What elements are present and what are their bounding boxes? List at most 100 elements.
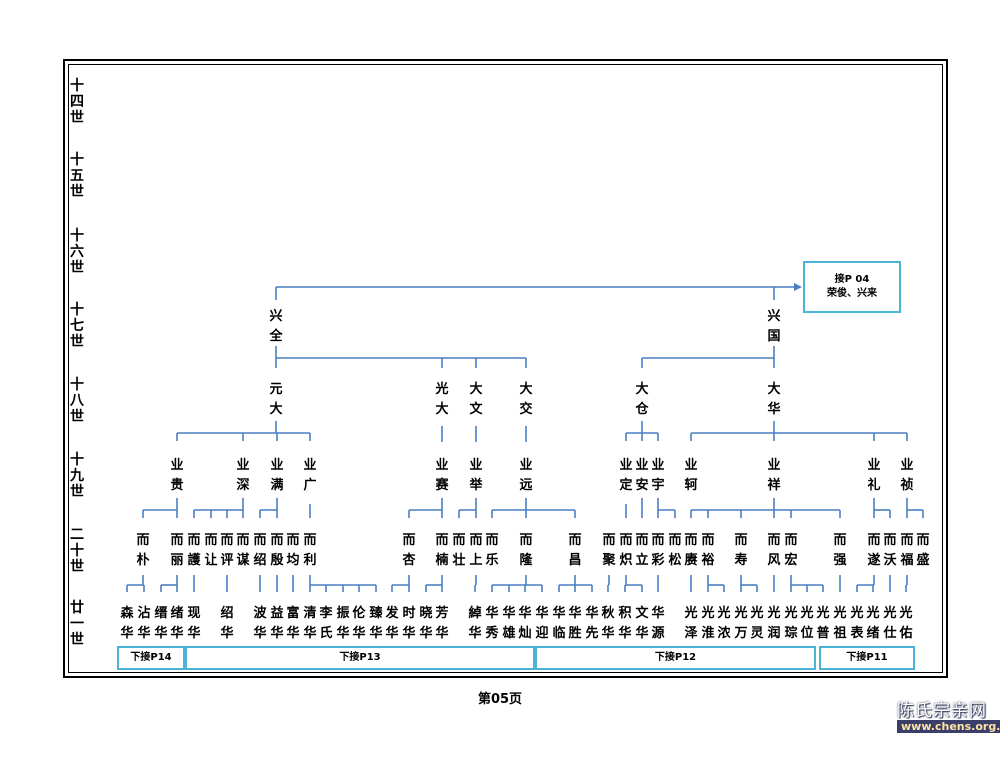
- name-char: 华: [220, 626, 234, 641]
- generation-char: 世: [70, 334, 84, 350]
- name-char: 氏: [319, 626, 333, 641]
- generation-char: 十: [70, 78, 84, 94]
- name-char: 强: [833, 553, 847, 568]
- name-char: 业: [469, 458, 483, 473]
- page-number: 第05页: [477, 692, 523, 707]
- continuation-p11: 下接P11: [819, 646, 915, 670]
- name-char: 评: [220, 553, 234, 568]
- name-char: 晓: [419, 606, 433, 621]
- generation-char: 世: [70, 559, 84, 575]
- person-g21-22: 华迎: [533, 604, 551, 644]
- person-g21-27: 积华: [616, 604, 634, 644]
- name-char: 大: [519, 382, 533, 397]
- name-char: 华: [402, 626, 416, 641]
- name-char: 利: [303, 553, 317, 568]
- name-char: 大: [635, 382, 649, 397]
- generation-label: 十八世: [68, 377, 86, 425]
- person-g21-16: 晓华: [417, 604, 435, 644]
- name-char: 业: [303, 458, 317, 473]
- person-g20-1: 而丽: [168, 531, 186, 571]
- name-char: 礼: [867, 478, 881, 493]
- person-g20-16: 而昌: [566, 531, 584, 571]
- name-char: 雄: [502, 626, 516, 641]
- person-g19-2: 业满: [268, 456, 286, 496]
- generation-char: 五: [70, 168, 84, 184]
- watermark-title: 陈氏宗亲网: [897, 701, 987, 721]
- name-char: 迎: [535, 626, 549, 641]
- person-g20-13: 而上: [467, 531, 485, 571]
- name-char: 光: [850, 606, 864, 621]
- person-g21-37: 光位: [798, 604, 816, 644]
- generation-char: 世: [70, 484, 84, 500]
- name-char: 佑: [899, 626, 913, 641]
- name-char: 而: [485, 533, 499, 548]
- generation-char: 一: [70, 616, 84, 632]
- person-g19-4: 业赛: [433, 456, 451, 496]
- person-g21-35: 光润: [765, 604, 783, 644]
- person-g19-9: 业宇: [649, 456, 667, 496]
- name-char: 业: [270, 458, 284, 473]
- name-char: 殷: [270, 553, 284, 568]
- person-g21-21: 华灿: [516, 604, 534, 644]
- person-g21-25: 华先: [583, 604, 601, 644]
- name-char: 文: [635, 606, 649, 621]
- person-g18-2: 大文: [467, 380, 485, 420]
- name-char: 缙: [154, 606, 168, 621]
- person-g20-18: 而炽: [617, 531, 635, 571]
- name-char: 赓: [684, 553, 698, 568]
- name-char: 业: [170, 458, 184, 473]
- name-char: 而: [402, 533, 416, 548]
- person-g21-41: 光绪: [864, 604, 882, 644]
- person-g19-11: 业祥: [765, 456, 783, 496]
- name-char: 聚: [602, 553, 616, 568]
- generation-char: 七: [70, 318, 84, 334]
- name-char: 琮: [784, 626, 798, 641]
- name-char: 交: [519, 402, 533, 417]
- page-frame-outer: [63, 59, 948, 678]
- name-char: 华: [601, 626, 615, 641]
- generation-char: 九: [70, 468, 84, 484]
- person-g20-10: 而杏: [400, 531, 418, 571]
- name-char: 华: [137, 626, 151, 641]
- name-char: 华: [352, 626, 366, 641]
- name-char: 光: [734, 606, 748, 621]
- name-char: 而: [619, 533, 633, 548]
- name-char: 秀: [485, 626, 499, 641]
- person-g20-19: 而立: [633, 531, 651, 571]
- link-box-line1: 接P 04: [834, 274, 870, 285]
- name-char: 大: [469, 382, 483, 397]
- name-char: 而: [684, 533, 698, 548]
- name-char: 华: [120, 626, 134, 641]
- name-char: 丽: [170, 553, 184, 568]
- person-g21-42: 光仕: [881, 604, 899, 644]
- name-char: 华: [170, 626, 184, 641]
- name-char: 杏: [402, 553, 416, 568]
- person-g21-14: 发华: [383, 604, 401, 644]
- name-char: 发: [385, 606, 399, 621]
- name-char: 举: [469, 478, 483, 493]
- name-char: 福: [900, 553, 914, 568]
- generation-char: 十: [70, 228, 84, 244]
- generation-char: 十: [70, 543, 84, 559]
- name-char: 而: [286, 533, 300, 548]
- person-g21-10: 李氏: [317, 604, 335, 644]
- name-char: 臻: [369, 606, 383, 621]
- name-char: 祖: [833, 626, 847, 641]
- name-char: 而: [170, 533, 184, 548]
- generation-char: 八: [70, 393, 84, 409]
- name-char: 华: [468, 626, 482, 641]
- person-g20-25: 而风: [765, 531, 783, 571]
- person-g21-12: 伦华: [350, 604, 368, 644]
- name-char: 楠: [435, 553, 449, 568]
- name-char: 先: [585, 626, 599, 641]
- person-g21-38: 光普: [814, 604, 832, 644]
- name-char: 寿: [734, 553, 748, 568]
- person-g21-7: 益华: [268, 604, 286, 644]
- person-g20-0: 而朴: [134, 531, 152, 571]
- name-char: 表: [850, 626, 864, 641]
- person-g20-14: 而乐: [483, 531, 501, 571]
- person-g20-26: 而宏: [782, 531, 800, 571]
- name-char: 华: [187, 626, 201, 641]
- person-g21-24: 华胜: [566, 604, 584, 644]
- name-char: 赛: [435, 478, 449, 493]
